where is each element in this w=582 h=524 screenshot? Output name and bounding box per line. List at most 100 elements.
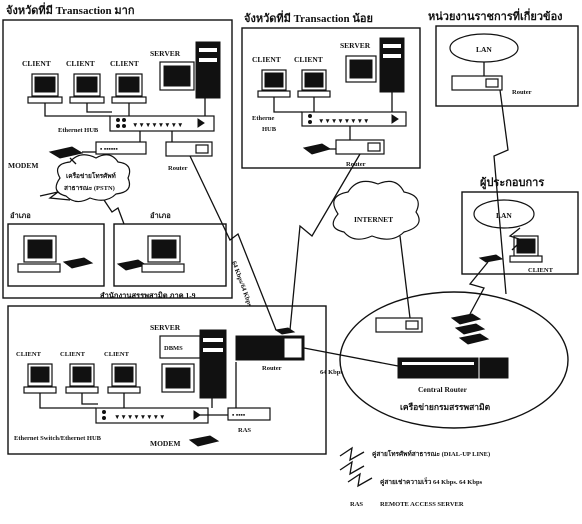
ethernet-hub-label-part1: Etherne <box>252 115 275 122</box>
router-label: Router <box>346 161 366 168</box>
router-agency <box>451 75 503 91</box>
router-label: Router <box>168 165 188 172</box>
leased-line-central <box>303 347 399 367</box>
province-high-border <box>2 19 233 299</box>
client-computer-low-1 <box>257 69 291 98</box>
ethernet-hub-label-part2: HUB <box>262 126 277 133</box>
operator-border <box>461 191 579 275</box>
district-box-1 <box>7 223 105 287</box>
pstn-label-line2: สาธารณะ (PSTN) <box>64 185 115 192</box>
svg-text:▪ ▪▪▪▪: ▪ ▪▪▪▪ <box>232 412 245 419</box>
legend-leased-symbol <box>347 472 373 488</box>
client-computer-2 <box>69 73 105 104</box>
ras-label: RAS <box>238 427 251 434</box>
dialup-line-operator <box>468 261 489 315</box>
ethernet-switch-hub: ▼▼▼▼▼▼▼▼ <box>95 407 209 424</box>
ethernet-switch-hub-label: Ethernet Switch/Ethernet HUB <box>14 435 102 442</box>
leased-line-low <box>289 153 361 331</box>
router-office <box>235 327 305 361</box>
lan-ellipse <box>473 199 535 229</box>
client-computer-office-1 <box>23 363 57 394</box>
operator-title: ผู้ประกอบการ <box>480 176 544 190</box>
leased-line-high <box>189 155 277 331</box>
server-label: SERVER <box>340 41 371 50</box>
client-label: CLIENT <box>104 351 130 358</box>
central-network-ellipse <box>339 291 569 429</box>
province-high-title: จังหวัดที่มี Transaction มาก <box>6 2 135 17</box>
server-label: SERVER <box>150 49 181 58</box>
province-low-border <box>241 27 421 169</box>
router-label: Router <box>262 365 282 372</box>
svg-text:▪ ▪▪▪▪▪▪: ▪ ▪▪▪▪▪▪ <box>100 146 118 153</box>
client-label: CLIENT <box>528 267 554 274</box>
legend-ras-full: REMOTE ACCESS SERVER <box>380 501 464 508</box>
modem-label: MODEM <box>8 161 38 170</box>
svg-text:▼▼▼▼▼▼▼▼: ▼▼▼▼▼▼▼▼ <box>318 118 369 125</box>
link-speed-label: 64 Kbps <box>320 369 343 376</box>
district-box-2 <box>113 223 227 287</box>
central-network-label: เครือข่ายกรมสรรพสามิต <box>400 402 491 412</box>
related-agency-border <box>435 25 579 107</box>
client-label: CLIENT <box>110 59 139 68</box>
link-speed-label: 64 Kbps/64 Kbps <box>230 260 253 308</box>
related-agency-panel: หน่วยงานราชการที่เกี่ยวข้อง LAN Router <box>428 8 579 107</box>
province-high-panel: จังหวัดที่มี Transaction มาก CLIENT CLIE… <box>2 2 233 299</box>
operator-client-computer <box>509 235 543 263</box>
province-low-panel: จังหวัดที่มี Transaction น้อย CLIENT CLI… <box>241 10 421 169</box>
server-label: SERVER <box>150 323 181 332</box>
client-computer-3 <box>111 73 147 104</box>
central-modem-stack <box>450 313 490 345</box>
client-label: CLIENT <box>60 351 86 358</box>
district-label: อำเภอ <box>10 211 31 220</box>
modem-device-office <box>188 435 220 447</box>
district-computer-1 <box>17 235 94 273</box>
central-office-border <box>7 305 327 455</box>
client-label: CLIENT <box>16 351 42 358</box>
client-label: CLIENT <box>66 59 95 68</box>
svg-text:▼▼▼▼▼▼▼▼: ▼▼▼▼▼▼▼▼ <box>132 122 183 129</box>
lan-label: LAN <box>476 45 492 54</box>
district-computer-2 <box>116 235 185 273</box>
lan-label: LAN <box>496 211 512 220</box>
pstn-cloud <box>55 154 131 203</box>
province-low-title: จังหวัดที่มี Transaction น้อย <box>244 10 373 25</box>
client-computer-1 <box>27 73 63 104</box>
internet-label: INTERNET <box>354 215 393 224</box>
central-router-small <box>375 317 423 333</box>
ethernet-hub-low: ▼▼▼▼▼▼▼▼ <box>301 111 407 127</box>
operator-panel: ผู้ประกอบการ LAN CLIENT <box>461 176 579 275</box>
dbms-label: DBMS <box>164 345 183 352</box>
server-computer <box>159 41 221 99</box>
legend-dialup-text: คู่สายโทรศัพท์สาธารณะ (DIAL-UP LINE) <box>372 449 490 459</box>
client-computer-office-2 <box>65 363 99 394</box>
client-label: CLIENT <box>252 55 281 64</box>
ethernet-hub: ▼▼▼▼▼▼▼▼ <box>109 115 215 132</box>
legend-ras-abbr: RAS <box>350 501 363 508</box>
modem-label: MODEM <box>150 439 180 448</box>
legend-dialup-symbol <box>339 446 365 462</box>
client-label: CLIENT <box>294 55 323 64</box>
client-computer-office-3 <box>107 363 141 394</box>
related-agency-title: หน่วยงานราชการที่เกี่ยวข้อง <box>428 8 563 23</box>
district-label: อำเภอ <box>150 211 171 220</box>
ras-device: ▪ ▪▪▪▪ <box>227 407 271 421</box>
central-router-label: Central Router <box>418 385 468 394</box>
router-high <box>165 141 213 157</box>
legend-leased-text: คู่สายเช่าความเร็ว 64 Kbps. 64 Kbps <box>380 477 483 487</box>
modem-bank <box>95 141 147 155</box>
legend: คู่สายโทรศัพท์สาธารณะ (DIAL-UP LINE) คู่… <box>339 446 490 508</box>
svg-text:▼▼▼▼▼▼▼▼: ▼▼▼▼▼▼▼▼ <box>114 414 165 421</box>
internet-cloud: INTERNET <box>332 180 420 240</box>
client-computer-low-2 <box>297 69 331 98</box>
router-label: Router <box>512 89 532 96</box>
operator-modem <box>478 254 504 263</box>
central-network: Central Router เครือข่ายกรมสรรพสามิต <box>339 291 569 429</box>
router-low <box>335 139 385 155</box>
ethernet-hub-label: Ethernet HUB <box>58 127 99 134</box>
central-office-title: สำนักงานสรรพสามิต ภาค 1-9 <box>100 291 196 300</box>
client-label: CLIENT <box>22 59 51 68</box>
leased-line-agency <box>493 89 509 295</box>
dbms-server: DBMS <box>159 329 227 399</box>
